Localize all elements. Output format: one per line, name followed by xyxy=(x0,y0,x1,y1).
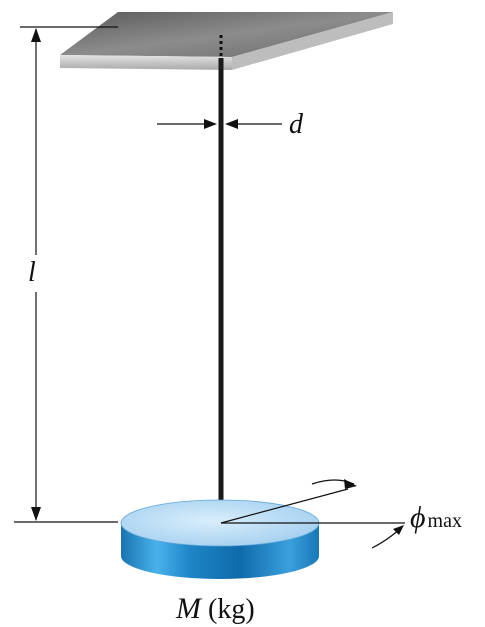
ceiling-side-face xyxy=(232,12,393,70)
diameter-label: d xyxy=(289,109,304,140)
ceiling-front-face xyxy=(60,55,232,70)
rotation-arrowhead xyxy=(344,479,357,489)
mass-label: M (kg) xyxy=(175,592,255,625)
mass-symbol: M xyxy=(175,592,203,625)
ceiling-top-face xyxy=(60,12,393,57)
angle-symbol: ϕ xyxy=(410,501,426,534)
rotated-line xyxy=(220,488,349,524)
length-dimension: l xyxy=(14,26,118,523)
mass-unit: (kg) xyxy=(201,594,255,625)
arrowhead-right xyxy=(204,119,217,129)
angle-subscript: max xyxy=(428,510,462,532)
length-label: l xyxy=(28,257,36,288)
diameter-dimension: d xyxy=(157,109,304,140)
rod xyxy=(218,35,224,524)
arrowhead-up xyxy=(31,28,41,42)
rod-body xyxy=(218,58,224,524)
arrowhead-left xyxy=(225,119,238,129)
arrowhead-down xyxy=(31,507,41,521)
disk-mass xyxy=(120,499,320,579)
angle-reference xyxy=(220,479,405,549)
angle-arrowhead xyxy=(393,525,404,535)
ceiling-support xyxy=(60,12,393,70)
